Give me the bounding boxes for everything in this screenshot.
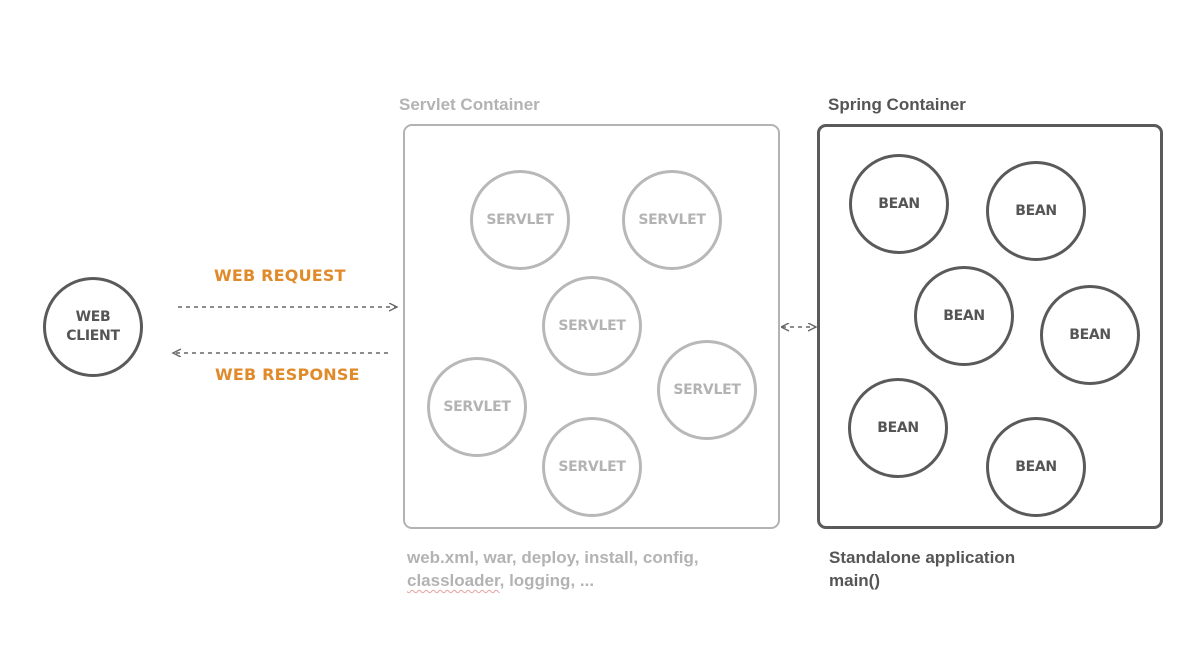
servlet-container-box	[403, 124, 780, 529]
web-client-label-line1: WEB	[75, 309, 111, 325]
spring-container-note: Standalone application main()	[829, 546, 1015, 592]
spring-note-line1: Standalone application	[829, 548, 1016, 567]
servlet-label: SERVLET	[638, 211, 706, 228]
spring-container-box	[817, 124, 1163, 529]
bean-node: BEAN	[849, 154, 949, 254]
spring-container-title: Spring Container	[828, 95, 966, 114]
servlet-node: SERVLET	[542, 276, 642, 376]
servlet-note-line1: web.xml, war, deploy, install, config,	[407, 548, 699, 567]
bean-label: BEAN	[878, 195, 920, 212]
servlet-label: SERVLET	[673, 381, 741, 398]
bean-node: BEAN	[914, 266, 1014, 366]
spring-note-line2: main()	[829, 571, 880, 590]
bean-node: BEAN	[986, 161, 1086, 261]
web-client-node: WEB CLIENT	[43, 277, 143, 377]
servlet-label: SERVLET	[558, 458, 626, 475]
servlet-note-line2-rest: , logging, ...	[499, 571, 595, 590]
web-client-label: WEB CLIENT	[66, 308, 120, 346]
bean-label: BEAN	[1015, 202, 1057, 219]
bean-node: BEAN	[986, 417, 1086, 517]
servlet-node: SERVLET	[427, 357, 527, 457]
bean-label: BEAN	[943, 307, 985, 324]
web-request-label: WEB REQUEST	[214, 266, 346, 285]
bean-node: BEAN	[848, 378, 948, 478]
servlet-node: SERVLET	[622, 170, 722, 270]
web-client-label-line2: CLIENT	[66, 328, 120, 344]
servlet-node: SERVLET	[542, 417, 642, 517]
servlet-node: SERVLET	[657, 340, 757, 440]
servlet-node: SERVLET	[470, 170, 570, 270]
bean-label: BEAN	[1015, 458, 1057, 475]
bean-label: BEAN	[877, 419, 919, 436]
servlet-label: SERVLET	[558, 317, 626, 334]
bean-label: BEAN	[1069, 326, 1111, 343]
web-response-label: WEB RESPONSE	[215, 365, 360, 384]
servlet-note-classloader: classloader	[407, 571, 500, 590]
servlet-container-title: Servlet Container	[399, 95, 540, 114]
servlet-container-note: web.xml, war, deploy, install, config, c…	[407, 546, 699, 592]
servlet-label: SERVLET	[443, 398, 511, 415]
servlet-label: SERVLET	[486, 211, 554, 228]
bean-node: BEAN	[1040, 285, 1140, 385]
